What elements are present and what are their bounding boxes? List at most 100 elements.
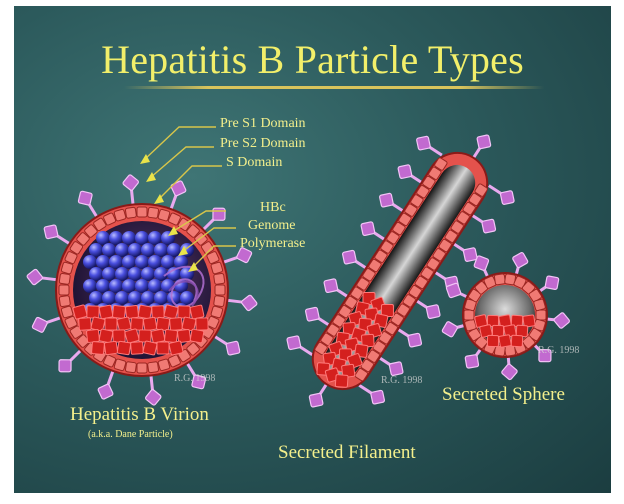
core-lipid-block xyxy=(143,317,157,331)
caption-virion-sub: (a.k.a. Dane Particle) xyxy=(88,429,173,440)
filament-spike-head xyxy=(416,136,430,150)
virion-capsid-hbc xyxy=(83,231,194,317)
virion-spike-head xyxy=(213,208,225,220)
core-lipid-block xyxy=(156,317,170,331)
capsid-subunit xyxy=(109,279,123,293)
virion-spike-head xyxy=(226,341,240,355)
capsid-subunit xyxy=(122,255,136,269)
filament-spike-head xyxy=(408,333,422,347)
capsid-subunit xyxy=(115,291,129,305)
virion-membrane-tile xyxy=(147,207,158,218)
caption-virion: Hepatitis B Virion xyxy=(70,404,209,426)
label-hbc: HBc xyxy=(260,200,286,216)
core-lipid-block xyxy=(91,341,104,354)
sphere-core-block xyxy=(492,325,503,336)
capsid-subunit xyxy=(115,267,129,281)
capsid-subunit xyxy=(115,243,129,257)
core-lipid-block xyxy=(143,341,157,355)
filament-spike-head xyxy=(482,219,496,233)
core-lipid-block xyxy=(164,305,179,320)
core-lipid-block xyxy=(99,329,113,343)
capsid-subunit xyxy=(122,231,136,245)
capsid-subunit xyxy=(102,243,116,257)
label-pre-s2: Pre S2 Domain xyxy=(220,136,306,152)
capsid-subunit xyxy=(141,243,155,257)
core-lipid-block xyxy=(196,318,208,330)
capsid-subunit xyxy=(109,231,123,245)
core-lipid-block xyxy=(117,317,131,331)
capsid-subunit xyxy=(135,231,149,245)
filament-spike-head xyxy=(398,165,412,179)
filament-spike-head xyxy=(477,135,491,149)
page-title: Hepatitis B Particle Types xyxy=(14,36,611,83)
filament-spike-head xyxy=(287,336,301,350)
capsid-subunit xyxy=(148,255,162,269)
capsid-subunit xyxy=(148,231,162,245)
capsid-subunit xyxy=(128,267,142,281)
capsid-subunit xyxy=(89,243,103,257)
sphere-spike-head xyxy=(465,354,479,368)
core-lipid-block xyxy=(131,318,144,331)
sphere-core-block xyxy=(487,335,498,346)
capsid-subunit xyxy=(141,267,155,281)
filament-spike-head xyxy=(371,390,385,404)
virion-spike-head xyxy=(98,384,114,400)
virion-membrane-tile xyxy=(61,306,73,318)
core-lipid-block xyxy=(99,305,113,319)
filament-spike-head xyxy=(361,222,375,236)
sphere-membrane-tile xyxy=(494,274,505,285)
label-s-domain: S Domain xyxy=(226,155,282,171)
core-lipid-block xyxy=(79,318,92,331)
virion-spike-head xyxy=(122,174,139,191)
core-lipid-block xyxy=(139,330,151,342)
virion-membrane-tile xyxy=(125,207,136,218)
capsid-subunit xyxy=(154,243,168,257)
core-lipid-block xyxy=(105,318,117,330)
sphere-spike-head xyxy=(553,312,570,329)
capsid-subunit xyxy=(83,279,97,293)
core-lipid-block xyxy=(125,329,140,344)
virion-membrane-tile xyxy=(59,273,70,284)
capsid-subunit xyxy=(135,279,149,293)
capsid-subunit xyxy=(122,279,136,293)
filament-spike-head xyxy=(500,190,514,204)
filament-spike-head xyxy=(342,250,356,264)
filament-spike-head xyxy=(379,193,393,207)
title-underline xyxy=(124,86,544,89)
virion-membrane-tile xyxy=(214,273,225,284)
core-lipid-block xyxy=(178,306,190,318)
capsid-subunit xyxy=(96,255,110,269)
capsid-subunit xyxy=(128,291,142,305)
virion-spike-head xyxy=(241,295,258,312)
virion-spike-head xyxy=(32,317,48,333)
sphere-core-block xyxy=(511,335,523,347)
virion-membrane-tile xyxy=(211,262,223,274)
core-lipid-block xyxy=(86,329,99,342)
filament-core-block xyxy=(335,375,348,388)
slide: Hepatitis B Particle Types Pre S1 Domain… xyxy=(14,6,611,493)
label-genome: Genome xyxy=(248,218,295,234)
sphere-membrane-tile xyxy=(464,310,474,320)
virion-membrane-tile xyxy=(59,285,69,295)
filament-spike-head xyxy=(463,248,477,262)
virion-membrane-tile xyxy=(214,295,225,306)
sphere-membrane-tile xyxy=(533,299,545,311)
capsid-subunit xyxy=(102,267,116,281)
core-lipid-block xyxy=(151,329,165,343)
capsid-subunit xyxy=(83,255,97,269)
signature-filament: R.G. 1998 xyxy=(381,375,422,386)
leader-s-domain xyxy=(158,166,222,200)
capsid-subunit xyxy=(154,291,168,305)
core-lipid-block xyxy=(113,330,125,342)
virion-membrane-tile xyxy=(147,362,158,373)
core-lipid-block xyxy=(169,341,183,355)
sphere-spike-head xyxy=(512,252,528,268)
filament-spike-head xyxy=(324,279,338,293)
core-lipid-block xyxy=(164,329,177,342)
core-lipid-block xyxy=(169,317,182,330)
label-pre-s1: Pre S1 Domain xyxy=(220,116,306,132)
virion-spike-head xyxy=(170,180,186,196)
filament-spike-head xyxy=(305,307,319,321)
virion-spike-head xyxy=(26,269,43,286)
caption-filament: Secreted Filament xyxy=(278,442,416,464)
